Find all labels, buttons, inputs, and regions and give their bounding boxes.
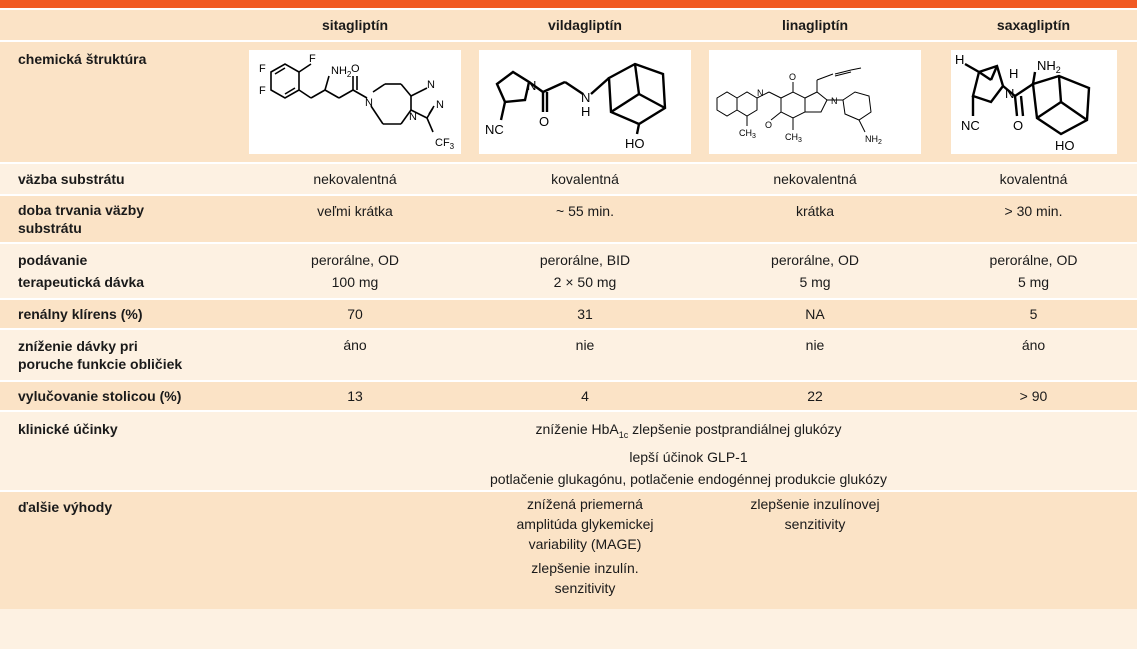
vilda-ho: HO xyxy=(625,136,645,151)
binding-row: väzba substrátu nekovalentná kovalentná … xyxy=(0,163,1137,195)
feces-vildagliptin: 4 xyxy=(581,388,589,404)
feces-sitagliptin: 13 xyxy=(347,388,363,404)
duration-sitagliptin: veľmi krátka xyxy=(317,203,393,219)
header-vildagliptin: vildagliptín xyxy=(548,17,622,33)
dose-reduction-row: zníženie dávky pri poruche funkcie oblič… xyxy=(0,329,1137,381)
clinical-effects-label: klinické účinky xyxy=(18,421,118,437)
sita-n1: N xyxy=(365,97,373,109)
vildagliptin-structure-image: NC N O N H HO xyxy=(479,50,691,154)
fecal-excretion-row: vylučovanie stolicou (%) 13 4 22 > 90 xyxy=(0,381,1137,411)
header-row: sitagliptín vildagliptín linagliptín sax… xyxy=(0,9,1137,41)
fecal-excretion-label: vylučovanie stolicou (%) xyxy=(18,388,182,404)
benefits-sitagliptin xyxy=(240,491,470,609)
administration-saxagliptin: perorálne, OD 5 mg xyxy=(989,252,1078,290)
lina-o1: O xyxy=(789,72,796,82)
binding-saxagliptin: kovalentná xyxy=(999,171,1068,187)
administration-vildagliptin: perorálne, BID 2 × 50 mg xyxy=(539,252,631,290)
saxa-nc: NC xyxy=(961,118,980,133)
benefits-linagliptin: zlepšenie inzulínovej senzitivity xyxy=(750,496,880,532)
sita-f1: F xyxy=(259,63,266,75)
saxa-ho: HO xyxy=(1055,138,1075,153)
sitagliptin-structure-image: F F F NH2 O N N N N CF3 xyxy=(249,50,461,154)
binding-label: väzba substrátu xyxy=(18,171,125,187)
duration-linagliptin: krátka xyxy=(795,203,835,219)
renal-linagliptin: NA xyxy=(805,306,825,322)
duration-saxagliptin: > 30 min. xyxy=(1004,203,1063,219)
sita-cf3: CF3 xyxy=(435,137,455,151)
saxa-o: O xyxy=(1013,118,1023,133)
sita-f2: F xyxy=(259,85,266,97)
saxa-nh2: NH2 xyxy=(1037,58,1061,75)
administration-linagliptin: perorálne, OD 5 mg xyxy=(771,252,859,290)
feces-saxagliptin: > 90 xyxy=(1019,388,1048,404)
sita-n3: N xyxy=(436,99,444,111)
vilda-n: N xyxy=(527,78,536,93)
vilda-nc: NC xyxy=(485,122,504,137)
renal-vildagliptin: 31 xyxy=(577,306,593,322)
duration-vildagliptin: ~ 55 min. xyxy=(556,203,614,219)
structure-linagliptin-cell: N N O O CH3 CH3 NH2 xyxy=(700,41,930,163)
sita-n2: N xyxy=(427,79,435,91)
sita-o: O xyxy=(351,63,360,75)
saxa-h1: H xyxy=(955,52,964,67)
structure-row: chemická štruktúra xyxy=(0,41,1137,163)
duration-row: doba trvania väzby substrátu veľmi krátk… xyxy=(0,195,1137,243)
dose-reduction-sitagliptin: áno xyxy=(343,337,367,353)
lina-ch3a: CH3 xyxy=(739,128,756,140)
feces-linagliptin: 22 xyxy=(807,388,823,404)
other-benefits-row: ďalšie výhody znížená priemerná amplitúd… xyxy=(0,491,1137,609)
dose-reduction-vildagliptin: nie xyxy=(575,337,595,353)
benefits-vildagliptin: znížená priemerná amplitúda glykemickej … xyxy=(516,496,654,596)
binding-sitagliptin: nekovalentná xyxy=(313,171,397,187)
renal-sitagliptin: 70 xyxy=(347,306,363,322)
administration-sitagliptin: perorálne, OD 100 mg xyxy=(311,252,399,290)
clinical-effects-row: klinické účinky zníženie HbA1c zlepšenie… xyxy=(0,411,1137,491)
saxa-n: N xyxy=(1005,86,1014,101)
structure-sitagliptin-cell: F F F NH2 O N N N N CF3 xyxy=(240,41,470,163)
dose-reduction-linagliptin: nie xyxy=(805,337,825,353)
administration-label: podávanie terapeutická dávka xyxy=(18,252,145,290)
header-linagliptin: linagliptín xyxy=(781,17,849,33)
duration-label: doba trvania väzby substrátu xyxy=(18,202,145,236)
renal-clearance-row: renálny klírens (%) 70 31 NA 5 xyxy=(0,299,1137,329)
dose-reduction-label: zníženie dávky pri poruche funkcie oblič… xyxy=(18,338,183,372)
clinical-effects-text: zníženie HbA1c zlepšenie postprandiálnej… xyxy=(240,411,1137,491)
header-empty xyxy=(0,9,240,41)
lina-nh2: NH2 xyxy=(865,134,882,146)
top-banner xyxy=(0,0,1137,8)
clinical-line-1: zníženie HbA1c zlepšenie postprandiálnej… xyxy=(535,421,842,440)
header-saxagliptin: saxagliptín xyxy=(996,17,1071,33)
sita-n4: N xyxy=(409,111,417,123)
saxa-h2: H xyxy=(1009,66,1018,81)
binding-vildagliptin: kovalentná xyxy=(551,171,619,187)
sita-nh2: NH2 xyxy=(331,65,352,79)
other-benefits-label: ďalšie výhody xyxy=(18,499,113,515)
structure-label: chemická štruktúra xyxy=(18,51,147,67)
vilda-h: H xyxy=(581,104,590,119)
lina-n2: N xyxy=(831,96,838,106)
vilda-hn: N xyxy=(581,90,590,105)
sita-f3: F xyxy=(309,53,316,65)
structure-vildagliptin-cell: NC N O N H HO xyxy=(470,41,700,163)
dpp4-comparison-table: sitagliptín vildagliptín linagliptín sax… xyxy=(0,8,1137,609)
clinical-line-2: lepší účinok GLP-1 xyxy=(629,448,748,465)
binding-linagliptin: nekovalentná xyxy=(773,171,857,187)
renal-saxagliptin: 5 xyxy=(1029,306,1038,322)
benefits-saxagliptin xyxy=(930,491,1137,609)
renal-clearance-label: renálny klírens (%) xyxy=(18,306,143,322)
clinical-line-3: potlačenie glukagónu, potlačenie endogén… xyxy=(490,470,887,487)
lina-n1: N xyxy=(757,88,764,98)
lina-ch3b: CH3 xyxy=(785,132,802,144)
header-sitagliptin: sitagliptín xyxy=(321,17,389,33)
lina-o2: O xyxy=(765,120,772,130)
linagliptin-structure-image: N N O O CH3 CH3 NH2 xyxy=(709,50,921,154)
saxagliptin-structure-image: H H NH2 N NC O HO xyxy=(950,50,1117,154)
dose-reduction-saxagliptin: áno xyxy=(1021,337,1046,353)
administration-row: podávanie terapeutická dávka perorálne, … xyxy=(0,243,1137,299)
structure-saxagliptin-cell: H H NH2 N NC O HO xyxy=(930,41,1137,163)
vilda-o: O xyxy=(539,114,549,129)
